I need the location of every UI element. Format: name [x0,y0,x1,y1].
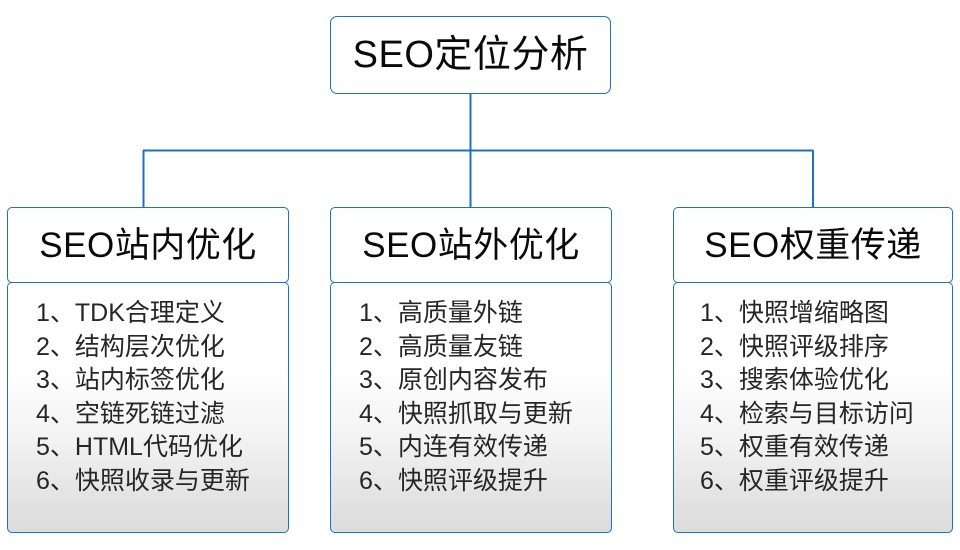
item-list-1: 1、TDK合理定义 2、结构层次优化 3、站内标签优化 4、空链死链过滤 5、H… [8,297,288,498]
list-item: 4、检索与目标访问 [700,399,914,428]
group-body-2: 1、高质量外链 2、高质量友链 3、原创内容发布 4、快照抓取与更新 5、内连有… [330,282,612,533]
group-header-label-3: SEO权重传递 [704,225,922,265]
list-item: 5、内连有效传递 [359,433,548,461]
root-node-label: SEO定位分析 [352,34,589,76]
group-header-label-1: SEO站内优化 [39,225,257,265]
list-item: 2、高质量友链 [359,332,523,361]
group-column-2: SEO站外优化 1、高质量外链 2、高质量友链 3、原创内容发布 4、快照抓取与… [330,207,612,533]
list-item: 4、快照抓取与更新 [359,399,573,428]
item-list-3: 1、快照增缩略图 2、快照评级排序 3、搜索体验优化 4、检索与目标访问 5、权… [674,297,952,498]
root-node[interactable]: SEO定位分析 [330,16,611,94]
list-item: 2、结构层次优化 [36,332,225,361]
list-item: 1、TDK合理定义 [36,299,225,327]
list-item: 6、快照收录与更新 [36,466,250,495]
list-item: 4、空链死链过滤 [36,399,225,428]
group-body-1: 1、TDK合理定义 2、结构层次优化 3、站内标签优化 4、空链死链过滤 5、H… [7,282,289,533]
group-column-3: SEO权重传递 1、快照增缩略图 2、快照评级排序 3、搜索体验优化 4、检索与… [673,207,953,533]
group-body-3: 1、快照增缩略图 2、快照评级排序 3、搜索体验优化 4、检索与目标访问 5、权… [673,282,953,533]
group-header-3[interactable]: SEO权重传递 [673,207,953,283]
group-header-1[interactable]: SEO站内优化 [7,207,289,283]
item-list-2: 1、高质量外链 2、高质量友链 3、原创内容发布 4、快照抓取与更新 5、内连有… [331,297,611,498]
list-item: 3、搜索体验优化 [700,366,889,394]
list-item: 1、高质量外链 [359,299,523,327]
list-item: 3、原创内容发布 [359,366,548,394]
list-item: 1、快照增缩略图 [700,299,889,327]
list-item: 6、快照评级提升 [359,466,548,495]
list-item: 2、快照评级排序 [700,332,889,361]
list-item: 3、站内标签优化 [36,366,225,394]
group-column-1: SEO站内优化 1、TDK合理定义 2、结构层次优化 3、站内标签优化 4、空链… [7,207,289,533]
group-header-2[interactable]: SEO站外优化 [330,207,612,283]
group-header-label-2: SEO站外优化 [362,225,580,265]
list-item: 6、权重评级提升 [700,466,889,495]
list-item: 5、HTML代码优化 [36,433,243,461]
list-item: 5、权重有效传递 [700,433,889,461]
